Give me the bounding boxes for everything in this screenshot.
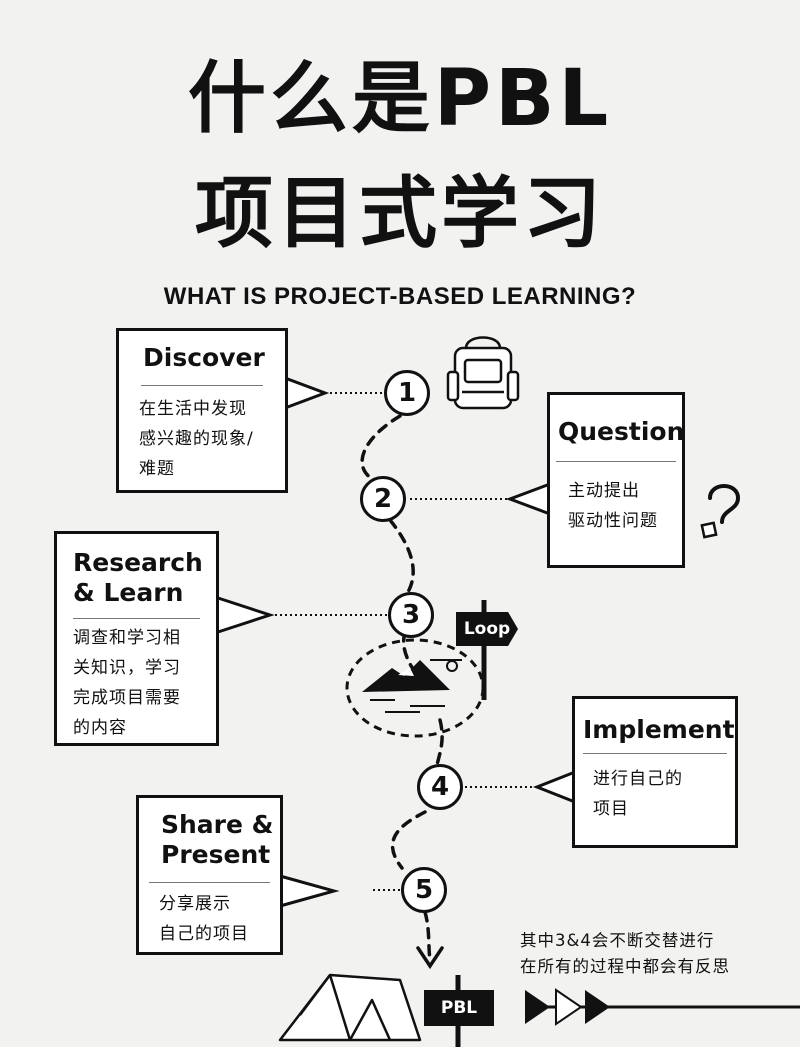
loop-sign: Loop bbox=[456, 612, 518, 646]
step-3-number: 3 bbox=[388, 592, 434, 638]
page-title-line1: 什么是PBL bbox=[187, 54, 613, 144]
step-2-heading: Question bbox=[558, 417, 685, 446]
step-5-card: Share & Present 分享展示 自己的项目 bbox=[136, 795, 283, 955]
page-title-line2: 项目式学习 bbox=[194, 169, 605, 259]
step-1-body: 在生活中发现 感兴趣的现象/ 难题 bbox=[139, 399, 254, 479]
step-4-body: 进行自己的 项目 bbox=[593, 769, 683, 819]
step-2-divider bbox=[556, 461, 676, 462]
step-3-card: Research & Learn 调查和学习相 关知识，学习 完成项目需要 的内… bbox=[54, 531, 219, 746]
step-1-number: 1 bbox=[384, 370, 430, 416]
step-3-body: 调查和学习相 关知识，学习 完成项目需要 的内容 bbox=[73, 628, 181, 738]
tent-icon bbox=[278, 973, 422, 1042]
step-2-card: Question 主动提出 驱动性问题 bbox=[547, 392, 685, 568]
step-3-divider bbox=[73, 618, 200, 619]
step-5-number: 5 bbox=[401, 867, 447, 913]
step-4-divider bbox=[583, 753, 727, 754]
backpack-icon bbox=[446, 336, 520, 410]
mountain-island-icon bbox=[345, 638, 485, 738]
step-4-card: Implement 进行自己的 项目 bbox=[572, 696, 738, 848]
step-2-body: 主动提出 驱动性问题 bbox=[568, 481, 658, 531]
step-1-heading: Discover bbox=[143, 343, 265, 372]
pbl-sign: PBL bbox=[424, 990, 494, 1026]
dotted-connectors bbox=[270, 392, 537, 891]
step-2-number: 2 bbox=[360, 476, 406, 522]
question-mark-icon bbox=[700, 484, 741, 539]
page-subtitle: WHAT IS PROJECT-BASED LEARNING? bbox=[163, 283, 637, 310]
step-5-heading: Share & Present bbox=[161, 810, 274, 869]
step-5-divider bbox=[149, 882, 270, 883]
footnote: 其中3&4会不断交替进行 在所有的过程中都会有反思 bbox=[520, 931, 730, 976]
step-1-divider bbox=[141, 385, 263, 386]
winding-path bbox=[360, 414, 444, 962]
step-4-heading: Implement bbox=[583, 715, 735, 744]
step-5-body: 分享展示 自己的项目 bbox=[159, 894, 249, 944]
callout-tails bbox=[217, 376, 576, 908]
fast-forward-arrows-icon bbox=[525, 988, 610, 1026]
step-1-card: Discover 在生活中发现 感兴趣的现象/ 难题 bbox=[116, 328, 288, 493]
step-3-heading: Research & Learn bbox=[73, 548, 203, 607]
step-4-number: 4 bbox=[417, 764, 463, 810]
path-arrow-head bbox=[416, 946, 444, 970]
